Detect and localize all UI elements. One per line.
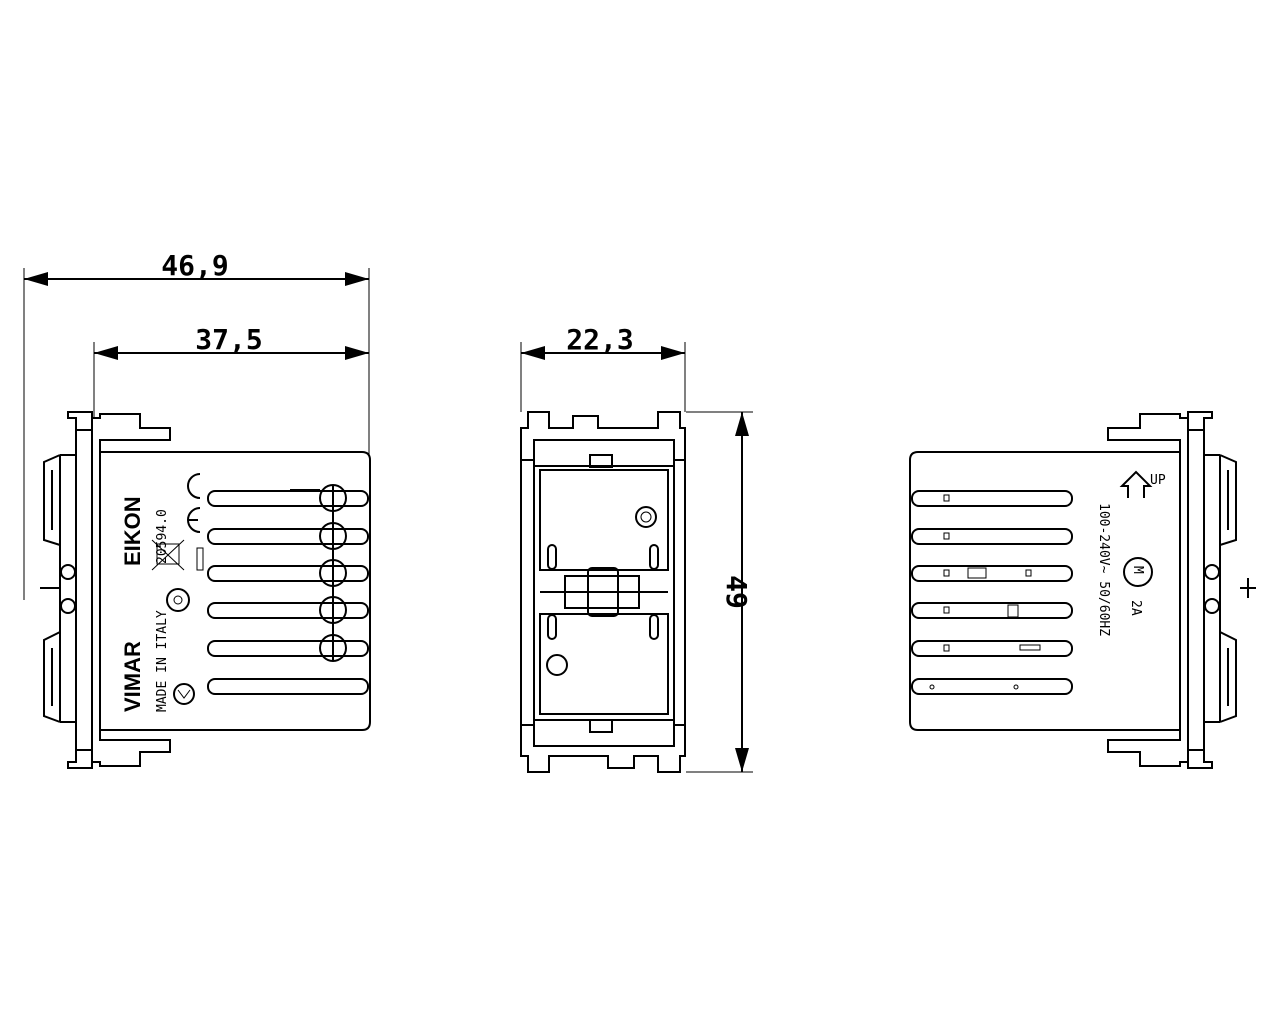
voltage-rating: 100-240V~ 50/60HZ (1096, 503, 1111, 636)
certification-mark-icon (166, 588, 190, 612)
left-side-view: VIMAR EIKON 20594.0 MADE IN ITALY (40, 411, 371, 769)
origin-label: MADE IN ITALY (155, 610, 170, 712)
dimension-front-width: 22,3 (520, 323, 686, 412)
dimension-overall-width: 46,9 (23, 249, 370, 600)
current-rating: 2A (1128, 600, 1143, 616)
height-label: 49 (720, 575, 753, 609)
front-width-label: 22,3 (566, 323, 633, 356)
product-code: 20594.0 (155, 509, 170, 564)
recycling-mark-icon (173, 683, 195, 705)
series-logo: EIKON (120, 496, 145, 566)
terminal-slots (207, 490, 369, 695)
motor-symbol-label: M (1130, 566, 1145, 574)
orientation-label: UP (1150, 473, 1166, 488)
ce-mark-icon (187, 473, 201, 533)
screw-terminals (290, 484, 347, 662)
front-view (520, 411, 686, 773)
indicator-mark (196, 547, 204, 571)
overall-width-label: 46,9 (161, 249, 228, 282)
right-side-view: UP 100-240V~ 50/60HZ M 2A (909, 411, 1256, 769)
brand-logo: VIMAR (120, 641, 145, 712)
dimension-body-width: 37,5 (93, 323, 369, 418)
motor-symbol-icon: M (1123, 557, 1153, 587)
dimension-height: 49 (686, 411, 753, 773)
weee-bin-icon (151, 539, 185, 571)
rear-slots (911, 490, 1073, 695)
up-arrow-icon (1119, 470, 1153, 498)
body-width-label: 37,5 (195, 323, 262, 356)
